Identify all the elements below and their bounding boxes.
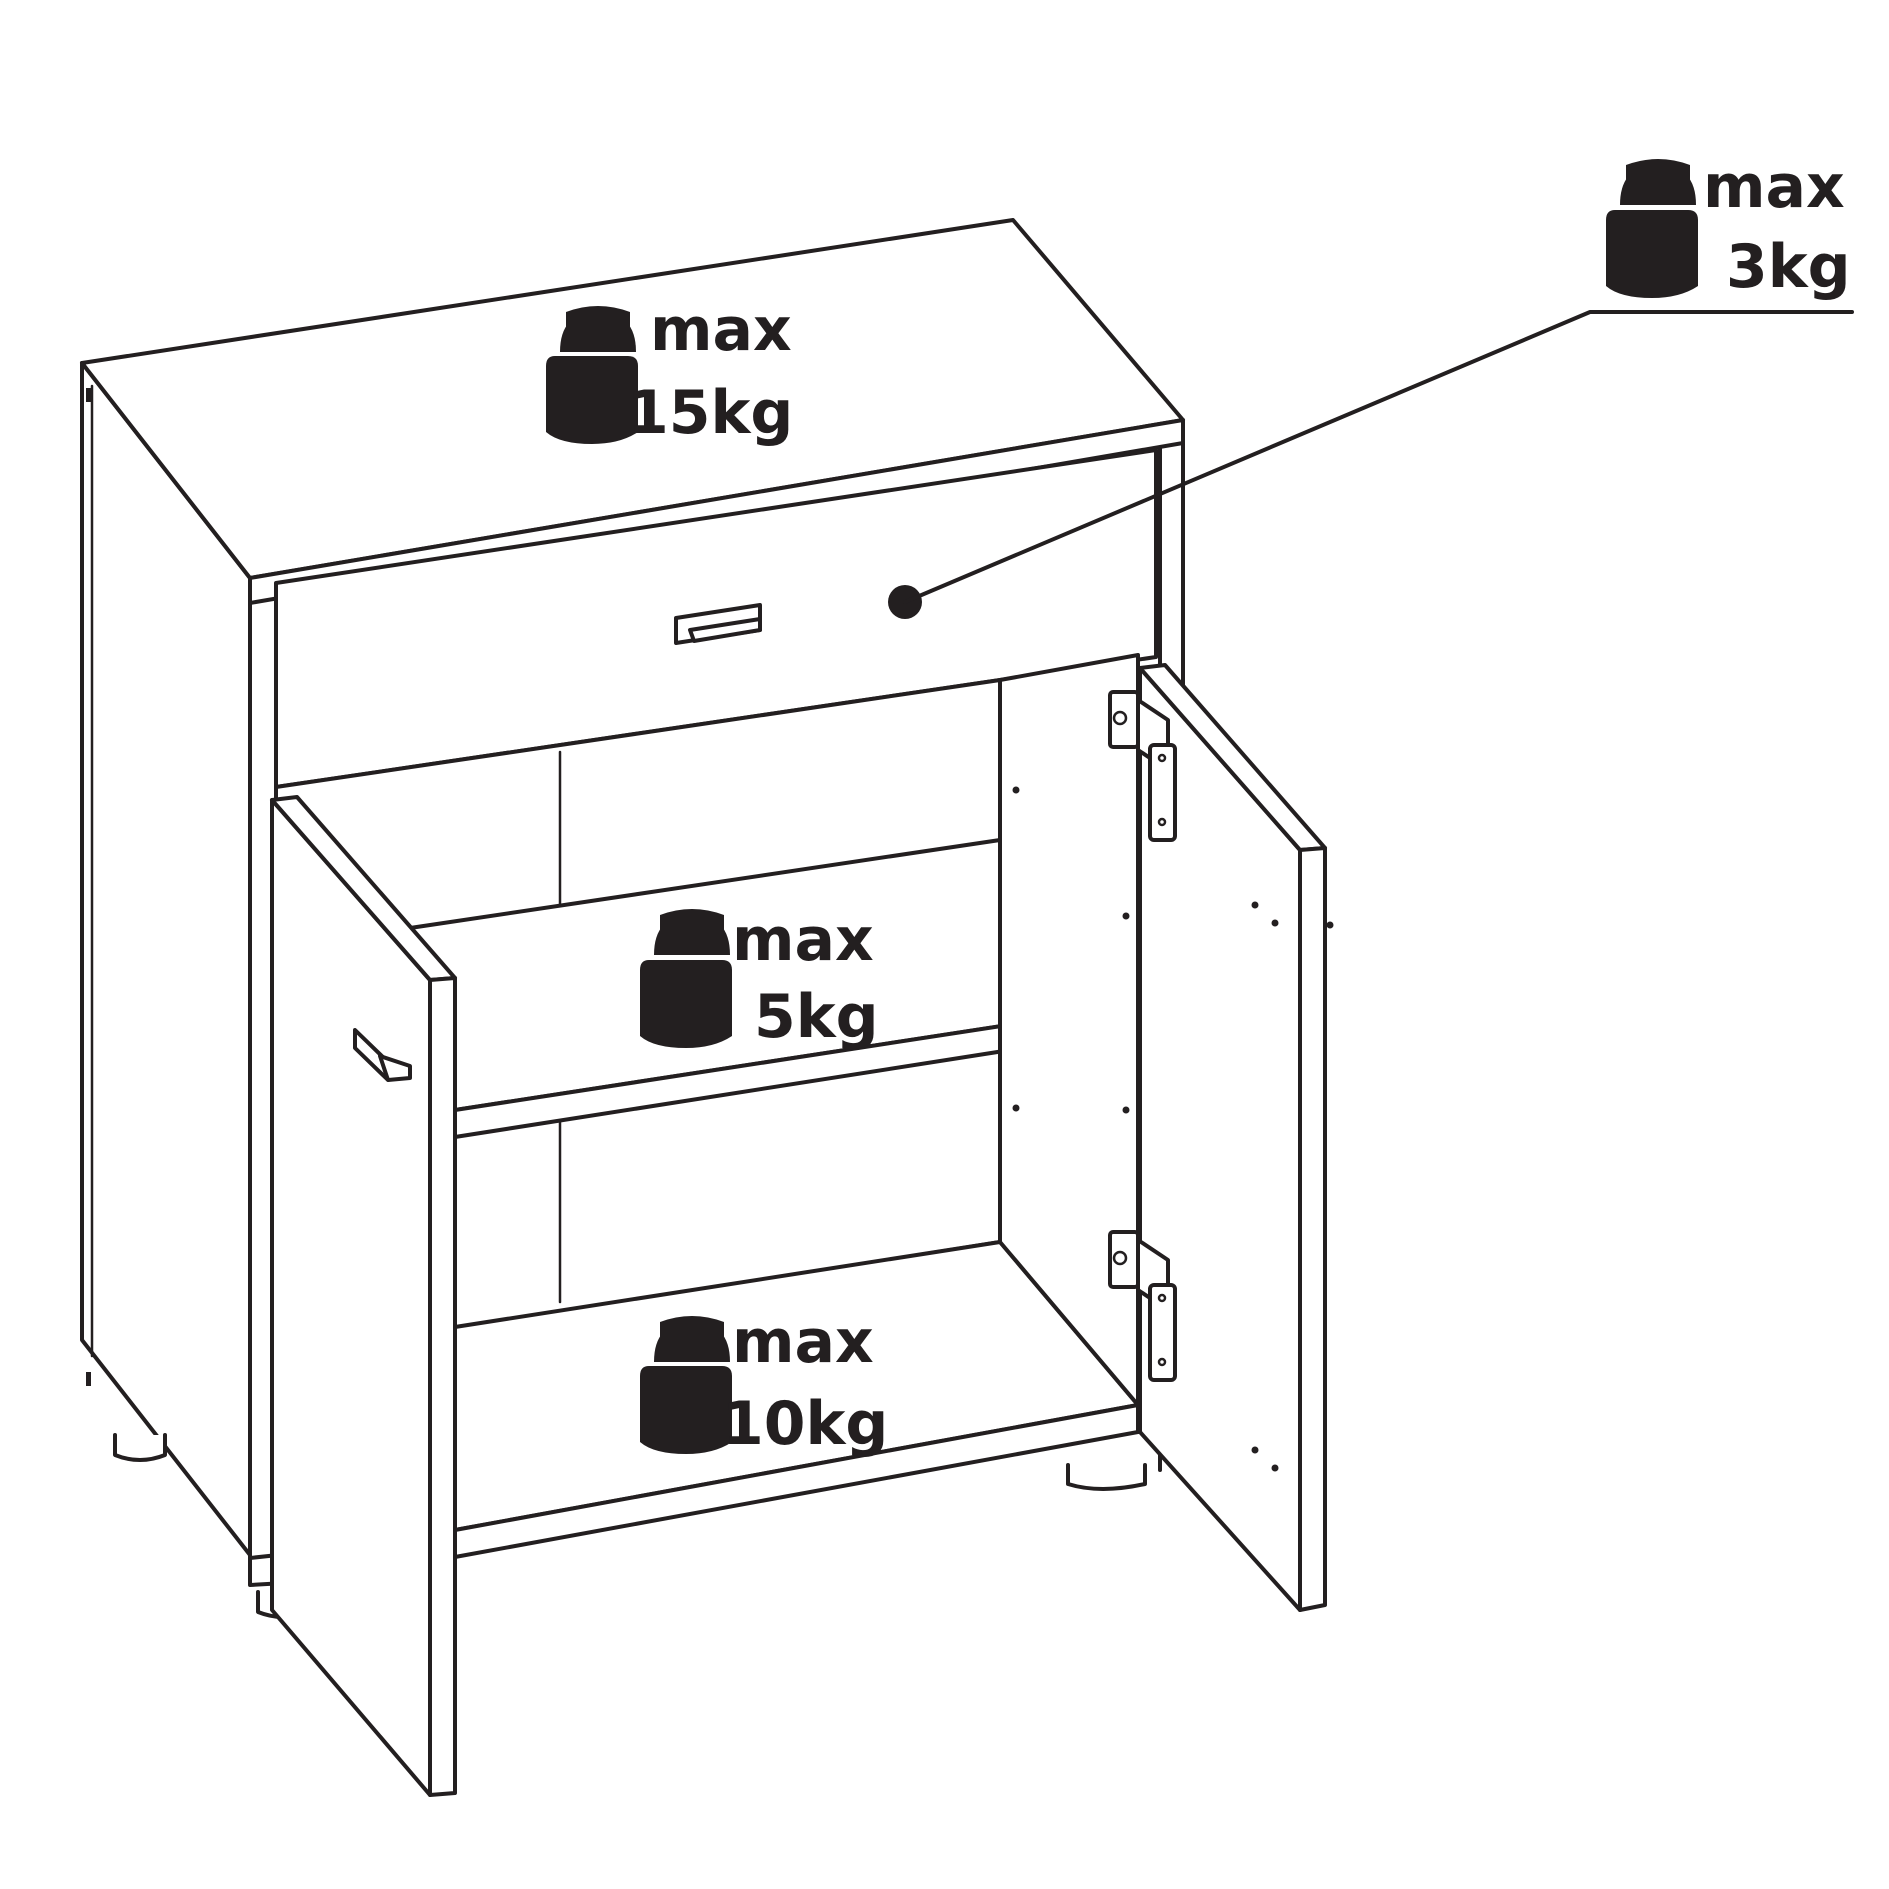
- weight-label-upper-shelf-line2: 5kg: [754, 982, 879, 1052]
- hinge-lower: [1108, 1230, 1177, 1382]
- weight-label-drawer-line2: 3kg: [1726, 232, 1851, 302]
- shelf-pin-holes-right: [1012, 786, 1130, 1114]
- left-door-handle: [353, 1028, 412, 1082]
- weight-icon: [1606, 159, 1698, 298]
- right-door-holes: [1251, 901, 1334, 1472]
- drawer-callout-line: [903, 310, 1854, 604]
- foot-back-left: [113, 1433, 167, 1462]
- weight-label-drawer: max 3kg: [1606, 152, 1851, 302]
- weight-label-top-line1: max: [650, 295, 792, 365]
- weight-label-bottom-shelf-line2: 10kg: [722, 1389, 888, 1459]
- left-side-mark-bottom: [86, 1372, 91, 1386]
- left-door-edge: [428, 976, 457, 1797]
- right-door-edge: [1298, 846, 1327, 1612]
- weight-icon: [546, 306, 638, 444]
- weight-icon: [640, 909, 732, 1048]
- weight-label-top-line2: 15kg: [627, 378, 793, 448]
- foot-front-right: [1066, 1463, 1147, 1491]
- weight-icon: [640, 1316, 732, 1454]
- weight-label-upper-shelf-line1: max: [732, 905, 874, 975]
- drawer-handle: [674, 603, 762, 645]
- weight-label-drawer-line1: max: [1703, 152, 1845, 222]
- left-door: [270, 795, 457, 1797]
- weight-label-bottom-shelf-line1: max: [732, 1307, 874, 1377]
- right-door: [1138, 663, 1334, 1612]
- weight-label-bottom-shelf: max 10kg: [640, 1307, 888, 1459]
- weight-label-upper-shelf: max 5kg: [640, 905, 879, 1052]
- drawer-callout: [888, 310, 1854, 619]
- weight-label-top: max 15kg: [546, 295, 793, 448]
- hinge-upper: [1108, 690, 1177, 842]
- right-wall-top: [998, 653, 1140, 682]
- left-side-mark-top: [86, 388, 91, 402]
- cabinet-drawing: [80, 218, 1334, 1797]
